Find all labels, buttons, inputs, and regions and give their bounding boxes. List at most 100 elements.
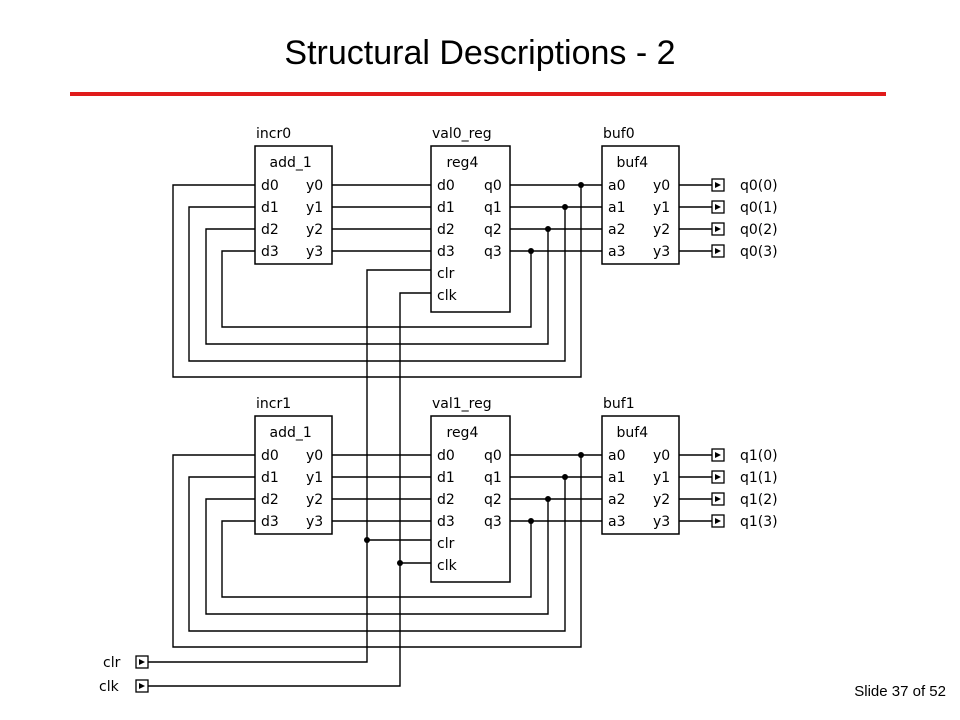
buffer-output-pin: y0 bbox=[653, 178, 670, 194]
register-instance-label: val1_reg bbox=[432, 396, 492, 412]
buffer-input-pin: a0 bbox=[608, 448, 626, 464]
buffer-input-pin: a3 bbox=[608, 244, 626, 260]
clk-input-label: clk bbox=[99, 679, 120, 695]
buffer-output-pin: y3 bbox=[653, 244, 670, 260]
register-control-pin: clk bbox=[437, 288, 458, 304]
buffer-input-pin: a3 bbox=[608, 514, 626, 530]
register-input-pin: d1 bbox=[437, 470, 455, 486]
buffer-instance-label: buf0 bbox=[603, 126, 635, 142]
register-instance-label: val0_reg bbox=[432, 126, 492, 142]
clr-input-port-arrow bbox=[139, 659, 145, 665]
output-port-label: q1(0) bbox=[740, 448, 778, 464]
output-port-label: q0(1) bbox=[740, 200, 778, 216]
slide-number: Slide 37 of 52 bbox=[854, 683, 946, 700]
feedback-wire bbox=[205, 498, 549, 615]
buffer-output-pin: y2 bbox=[653, 492, 670, 508]
register-entity-label: reg4 bbox=[447, 155, 479, 171]
adder-block bbox=[254, 415, 333, 535]
adder-entity-label: add_1 bbox=[270, 425, 312, 441]
output-port-label: q0(0) bbox=[740, 178, 778, 194]
clr-bus-wire bbox=[148, 269, 431, 663]
output-port-arrow bbox=[715, 496, 721, 502]
output-port-arrow bbox=[715, 518, 721, 524]
buffer-output-pin: y2 bbox=[653, 222, 670, 238]
register-output-pin: q3 bbox=[484, 514, 502, 530]
buffer-entity-label: buf4 bbox=[617, 155, 649, 171]
register-output-pin: q2 bbox=[484, 222, 502, 238]
adder-instance-label: incr1 bbox=[256, 396, 291, 412]
output-port-label: q0(2) bbox=[740, 222, 778, 238]
adder-output-pin: y2 bbox=[306, 222, 323, 238]
buffer-input-pin: a1 bbox=[608, 470, 626, 486]
register-input-pin: d3 bbox=[437, 244, 455, 260]
buffer-output-pin: y0 bbox=[653, 448, 670, 464]
adder-output-pin: y0 bbox=[306, 448, 323, 464]
clr-input-label: clr bbox=[103, 655, 121, 671]
register-output-pin: q1 bbox=[484, 200, 502, 216]
register-input-pin: d1 bbox=[437, 200, 455, 216]
buffer-entity-label: buf4 bbox=[617, 425, 649, 441]
output-port-label: q1(3) bbox=[740, 514, 778, 530]
feedback-wire bbox=[172, 184, 582, 378]
register-entity-label: reg4 bbox=[447, 425, 479, 441]
register-output-pin: q0 bbox=[484, 178, 502, 194]
junction-dot bbox=[364, 537, 370, 543]
feedback-wire bbox=[221, 520, 532, 598]
register-input-pin: d0 bbox=[437, 178, 455, 194]
adder-input-pin: d1 bbox=[261, 470, 279, 486]
adder-output-pin: y2 bbox=[306, 492, 323, 508]
register-input-pin: d2 bbox=[437, 222, 455, 238]
clk-input-port-arrow bbox=[139, 683, 145, 689]
register-block bbox=[430, 415, 511, 583]
adder-input-pin: d2 bbox=[261, 492, 279, 508]
register-output-pin: q3 bbox=[484, 244, 502, 260]
register-input-pin: d3 bbox=[437, 514, 455, 530]
feedback-wire bbox=[188, 476, 566, 632]
output-port-label: q1(1) bbox=[740, 470, 778, 486]
buffer-input-pin: a1 bbox=[608, 200, 626, 216]
adder-input-pin: d0 bbox=[261, 178, 279, 194]
buffer-block bbox=[601, 415, 680, 535]
feedback-wire bbox=[188, 206, 566, 362]
buffer-output-pin: y1 bbox=[653, 200, 670, 216]
output-port-arrow bbox=[715, 226, 721, 232]
adder-input-pin: d3 bbox=[261, 514, 279, 530]
adder-instance-label: incr0 bbox=[256, 126, 291, 142]
slide-title: Structural Descriptions - 2 bbox=[284, 34, 676, 72]
adder-output-pin: y0 bbox=[306, 178, 323, 194]
output-port-arrow bbox=[715, 182, 721, 188]
feedback-wire bbox=[221, 250, 532, 328]
adder-entity-label: add_1 bbox=[270, 155, 312, 171]
buffer-input-pin: a2 bbox=[608, 222, 626, 238]
adder-input-pin: d3 bbox=[261, 244, 279, 260]
output-port-label: q1(2) bbox=[740, 492, 778, 508]
register-control-pin: clr bbox=[437, 266, 455, 282]
clk-bus-wire bbox=[148, 292, 431, 687]
register-output-pin: q0 bbox=[484, 448, 502, 464]
output-port-arrow bbox=[715, 248, 721, 254]
feedback-wire bbox=[172, 454, 582, 648]
feedback-wire bbox=[205, 228, 549, 345]
output-port-arrow bbox=[715, 474, 721, 480]
output-port-arrow bbox=[715, 204, 721, 210]
output-port-label: q0(3) bbox=[740, 244, 778, 260]
adder-output-pin: y1 bbox=[306, 470, 323, 486]
adder-output-pin: y1 bbox=[306, 200, 323, 216]
output-port-arrow bbox=[715, 452, 721, 458]
buffer-block bbox=[601, 145, 680, 265]
register-input-pin: d2 bbox=[437, 492, 455, 508]
buffer-output-pin: y3 bbox=[653, 514, 670, 530]
junction-dot bbox=[397, 560, 403, 566]
adder-output-pin: y3 bbox=[306, 244, 323, 260]
register-output-pin: q1 bbox=[484, 470, 502, 486]
adder-input-pin: d0 bbox=[261, 448, 279, 464]
register-control-pin: clk bbox=[437, 558, 458, 574]
title-divider bbox=[70, 92, 886, 96]
buffer-instance-label: buf1 bbox=[603, 396, 635, 412]
adder-input-pin: d1 bbox=[261, 200, 279, 216]
register-output-pin: q2 bbox=[484, 492, 502, 508]
buffer-input-pin: a0 bbox=[608, 178, 626, 194]
register-input-pin: d0 bbox=[437, 448, 455, 464]
buffer-output-pin: y1 bbox=[653, 470, 670, 486]
